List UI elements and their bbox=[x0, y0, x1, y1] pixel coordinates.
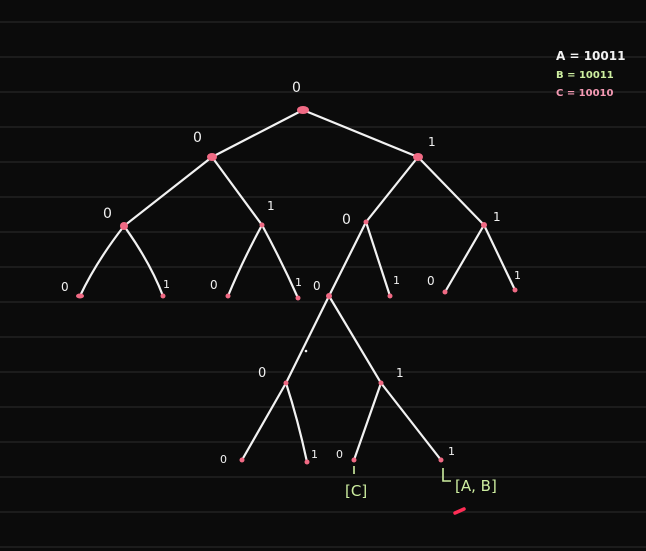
edge-br-left bbox=[352, 381, 383, 462]
label-l3-lll: 0 bbox=[61, 280, 69, 294]
label-l3-llr: 1 bbox=[163, 278, 170, 291]
edge-br-right bbox=[379, 381, 443, 462]
label-l1-right: 1 bbox=[428, 135, 436, 149]
edge-ll-left bbox=[78, 224, 126, 298]
node-l4-left bbox=[283, 380, 289, 386]
edge-ext-left bbox=[284, 294, 331, 385]
ruled-lines bbox=[0, 21, 646, 548]
legend-c: C = 10010 bbox=[556, 88, 614, 99]
legend: A = 10011 B = 10011 C = 10010 bbox=[556, 49, 625, 99]
edge-l1l-left bbox=[122, 155, 214, 228]
result-labels: [C] [A, B] bbox=[345, 477, 497, 500]
edge-l1l-right bbox=[210, 155, 264, 227]
edge-ext-right bbox=[327, 294, 383, 385]
edge-lr-left bbox=[226, 223, 264, 298]
label-l3-rrl: 0 bbox=[427, 274, 435, 288]
label-l5-rl: 0 bbox=[336, 448, 343, 461]
label-l1-left: 0 bbox=[193, 130, 202, 146]
bit-labels: 0 0 1 0 1 0 1 0 1 0 1 0 1 0 1 0 1 0 1 0 … bbox=[61, 80, 521, 466]
node-root bbox=[297, 106, 309, 114]
node-leaf-8 bbox=[512, 287, 518, 293]
ab-leaf-result: [A, B] bbox=[455, 477, 497, 495]
node-l5-ll bbox=[239, 457, 245, 463]
node-leaf-1 bbox=[76, 293, 84, 299]
ab-leaf-bracket bbox=[442, 468, 451, 482]
edge-lr-right bbox=[260, 223, 300, 300]
edge-rl-right bbox=[364, 220, 392, 298]
edge-bl-left bbox=[240, 381, 288, 462]
edge-root-right bbox=[301, 108, 420, 159]
label-l3-rrr: 1 bbox=[514, 269, 521, 282]
legend-a: A = 10011 bbox=[556, 49, 625, 63]
node-l5-rr bbox=[438, 457, 444, 463]
node-leaf-7 bbox=[442, 289, 448, 295]
label-l5-rr: 1 bbox=[448, 445, 455, 458]
node-l2-lr bbox=[259, 222, 265, 228]
edge-rl-left bbox=[327, 220, 368, 298]
node-l1-right bbox=[413, 153, 423, 161]
label-l3-lrr: 1 bbox=[295, 276, 302, 289]
node-l2-rr bbox=[481, 222, 487, 228]
c-leaf-result: [C] bbox=[345, 482, 367, 500]
node-leaf-6 bbox=[387, 293, 393, 299]
label-l5-lr: 1 bbox=[311, 448, 318, 461]
laser-pointer-mark bbox=[453, 507, 466, 515]
result-markers bbox=[353, 466, 451, 482]
label-l4-right: 1 bbox=[396, 366, 404, 380]
trie-edges bbox=[78, 108, 517, 464]
node-l5-rl bbox=[351, 457, 357, 463]
label-l5-ll: 0 bbox=[220, 453, 227, 466]
label-root: 0 bbox=[292, 80, 301, 96]
legend-b: B = 10011 bbox=[556, 70, 614, 81]
edge-bl-right bbox=[284, 381, 309, 464]
label-l2-rl: 0 bbox=[342, 212, 351, 228]
edge-root-left bbox=[210, 108, 305, 159]
edge-l1r-right bbox=[416, 155, 486, 227]
label-l3-lrl: 0 bbox=[210, 278, 218, 292]
edge-ll-right bbox=[122, 224, 165, 298]
node-leaf-3 bbox=[225, 293, 231, 299]
node-l2-ll bbox=[120, 222, 128, 230]
edge-l1r-left bbox=[364, 155, 420, 224]
node-l2-rl bbox=[363, 219, 369, 225]
stray-dot bbox=[304, 349, 308, 353]
label-l4-left: 0 bbox=[258, 366, 266, 381]
label-l2-lr: 1 bbox=[267, 199, 275, 213]
label-l2-rr: 1 bbox=[493, 210, 501, 224]
label-l2-ll: 0 bbox=[103, 206, 112, 222]
node-l5-lr bbox=[304, 459, 310, 465]
trie-nodes bbox=[76, 106, 518, 465]
label-l3-rlr: 1 bbox=[393, 274, 400, 287]
node-leaf-4 bbox=[295, 295, 301, 301]
edge-rr-right bbox=[482, 223, 517, 292]
node-l1-left bbox=[207, 153, 217, 161]
node-l3-rll bbox=[326, 293, 332, 299]
edge-rr-left bbox=[443, 223, 486, 294]
node-leaf-2 bbox=[160, 293, 166, 299]
node-l4-right bbox=[378, 380, 384, 386]
label-l3-rll: 0 bbox=[313, 279, 321, 293]
